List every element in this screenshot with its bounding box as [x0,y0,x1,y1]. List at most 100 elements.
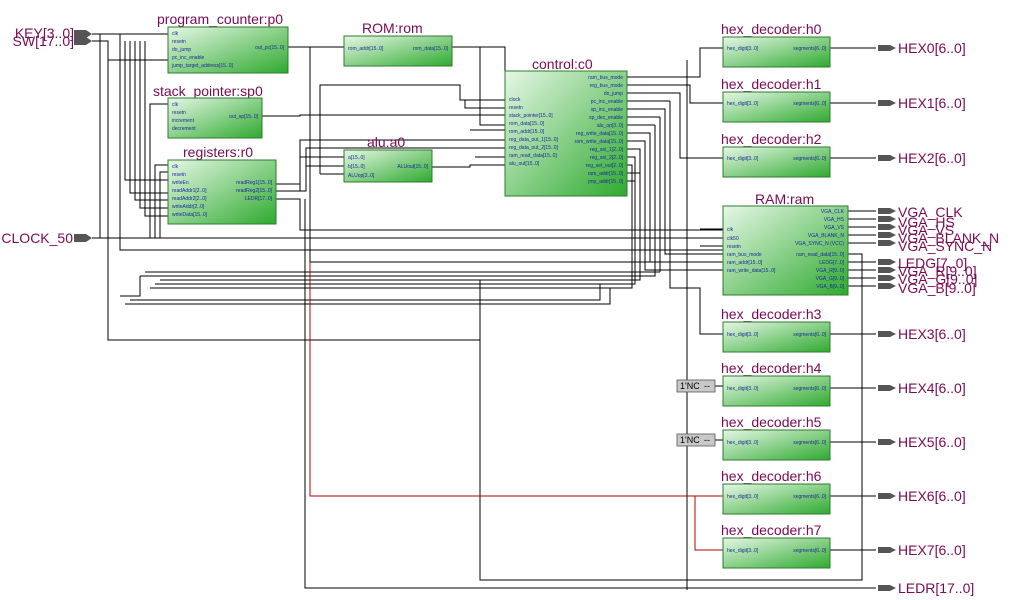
pin-label: HEX4[6..0] [898,380,966,396]
pin-label: VGA_VS [898,222,954,238]
port-label: ram_write_data[15..0] [727,268,776,274]
block-title: alu:a0 [367,134,405,150]
input-pin-clock: CLOCK_50 [1,230,92,246]
port-label: clk [727,227,734,233]
port-label: hex_digit[3..0] [727,494,759,500]
output-pin-hex3: HEX3[6..0] [878,326,966,342]
port-label: rom_addr[15..0] [348,46,384,52]
output-pin-vga-clk: VGA_CLK [878,204,963,220]
block-alu[interactable]: alu:a0 a[15..0] b[15..0] ALUop[3..0] ALU… [343,134,433,183]
block-ram[interactable]: RAM:ram clk clk50 resetn ram_bus_mode ra… [722,191,849,296]
block-title: hex_decoder:h3 [721,306,822,322]
port-label: alu_out[15..0] [509,161,540,167]
port-label: stack_pointer[15..0] [509,113,553,119]
wires [92,33,876,590]
output-pin-hex4: HEX4[6..0] [878,380,966,396]
output-pin-hex6: HEX6[6..0] [878,488,966,504]
pin-label: HEX0[6..0] [898,40,966,56]
port-label: segments[6..0] [793,46,826,52]
block-stack-pointer[interactable]: stack_pointer:sp0 clk resetn increment d… [153,83,263,139]
port-label: ram_bus_mode [727,252,762,258]
port-label: pc_inc_enable [591,99,623,105]
port-label: do_jump [172,47,191,53]
port-label: segments[6..0] [793,440,826,446]
port-label: reg_data_out_1[15..0] [509,137,559,143]
port-label: LEDR[17..0] [245,196,273,202]
port-label: ram_addr[15..0] [727,260,763,266]
port-label: reg_data_out_2[15..0] [509,145,559,151]
pin-label: VGA_BLANK_N [898,230,999,246]
port-label: ram_read_data[15..0] [796,252,844,258]
pin-label: HEX5[6..0] [898,434,966,450]
block-hex-decoder-h2[interactable]: hex_decoder:h2 hex_digit[3..0] segments[… [721,131,831,178]
port-label: clk [172,31,179,37]
pin-label: HEX1[6..0] [898,95,966,111]
block-program-counter[interactable]: program_counter:p0 clk resetn do_jump pc… [157,11,289,74]
block-control[interactable]: control:c0 clock resetn stack_pointer[15… [504,56,628,197]
block-title: hex_decoder:h5 [721,414,822,430]
port-label: VGA_R[9..0] [816,268,845,274]
nc-label: 1'NC [680,435,700,445]
block-title: hex_decoder:h6 [721,468,822,484]
port-label: segments[6..0] [793,101,826,107]
output-pin-vga-blank: VGA_BLANK_N [878,230,999,246]
port-label: clk50 [727,236,739,242]
sw-label: SW[17..0] [13,33,74,49]
block-title: stack_pointer:sp0 [153,83,263,99]
pin-label: LEDG[7..0] [898,255,967,271]
pin-label: HEX7[6..0] [898,542,966,558]
block-hex-decoder-h0[interactable]: hex_decoder:h0 hex_digit[3..0] segments[… [721,21,831,68]
pin-label: VGA_CLK [898,204,963,220]
port-label: reg_sel_2[2..0] [590,155,624,161]
port-label: readReg1[15..0] [236,180,272,186]
port-label: out_pc[15..0] [255,45,285,51]
block-title: hex_decoder:h0 [721,21,822,37]
key-label: KEY[3..0] [15,25,74,41]
port-label: clock [509,97,521,103]
block-hex-decoder-h6[interactable]: hex_decoder:h6 hex_digit[3..0] segments[… [721,468,831,515]
port-label: rom_addr[15..0] [509,129,545,135]
port-label: rom_data[15..0] [413,46,449,52]
nc-constant-h4: 1'NC -- [676,379,716,393]
port-label: pc_inc_enable [172,55,204,61]
port-label: decrement [172,126,196,132]
port-label: reg_sel_out[2..0] [586,163,624,169]
output-pin-ledr: LEDR[17..0] [878,580,974,596]
output-pin-hex1: HEX1[6..0] [878,95,966,111]
port-label: VGA_BLANK_N [808,233,845,239]
block-title: hex_decoder:h1 [721,76,822,92]
block-rom[interactable]: ROM:rom rom_addr[15..0] rom_data[15..0] [343,20,453,67]
block-hex-decoder-h4[interactable]: hex_decoder:h4 hex_digit[3..0] segments[… [721,360,831,407]
port-label: writeAddr[2..0] [172,204,205,210]
nc-dashes: -- [704,381,710,391]
block-hex-decoder-h7[interactable]: hex_decoder:h7 hex_digit[3..0] segments[… [721,522,831,569]
block-hex-decoder-h1[interactable]: hex_decoder:h1 hex_digit[3..0] segments[… [721,76,831,123]
output-pin-vga-b: VGA_B[9..0] [878,280,976,296]
port-label: hex_digit[3..0] [727,386,759,392]
pin-label: HEX2[6..0] [898,150,966,166]
port-label: hex_digit[3..0] [727,440,759,446]
block-hex-decoder-h5[interactable]: hex_decoder:h5 hex_digit[3..0] segments[… [721,414,831,461]
output-pin-hex0: HEX0[6..0] [878,40,966,56]
port-label: reg_bus_mode [590,83,624,89]
block-title: program_counter:p0 [157,11,283,27]
pin-label: VGA_SYNC_N [898,238,992,254]
block-title: ROM:rom [362,20,423,36]
pin-label: VGA_HS [898,214,955,230]
port-label: ram_addr[15..0] [588,171,624,177]
nc-label: 1'NC [680,381,700,391]
port-label: VGA_G[9..0] [816,276,845,282]
port-label: clk [172,102,179,108]
block-title: RAM:ram [755,191,814,207]
pin-label: HEX6[6..0] [898,488,966,504]
output-pin-hex2: HEX2[6..0] [878,150,966,166]
port-label: jmp_addr[15..0] [587,179,623,185]
block-hex-decoder-h3[interactable]: hex_decoder:h3 hex_digit[3..0] segments[… [721,306,831,353]
port-label: alu_op[3..0] [597,123,624,129]
block-registers[interactable]: registers:r0 clk resetn writeEn readAddr… [167,144,277,225]
output-pin-vga-vs: VGA_VS [878,222,954,238]
port-label: rom_data[15..0] [509,121,545,127]
port-label: ALUop[3..0] [348,173,375,179]
port-label: readAddr2[2..0] [172,196,207,202]
